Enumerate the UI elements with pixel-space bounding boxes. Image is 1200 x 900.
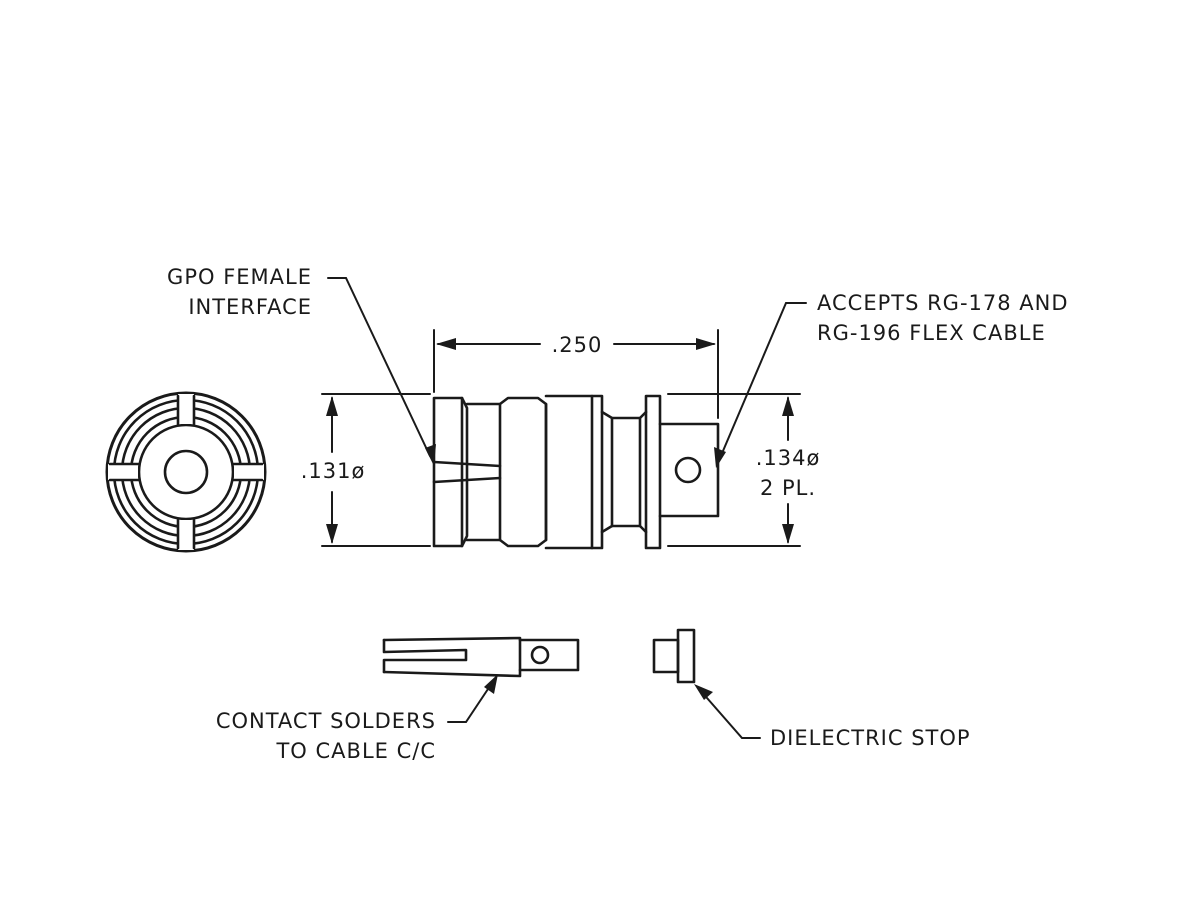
dimension-text: .250 bbox=[551, 333, 603, 357]
dimension-diameter-right-value: .134ø 2 PL. bbox=[740, 443, 836, 503]
dimension-diameter-left bbox=[321, 393, 431, 547]
end-view bbox=[105, 391, 267, 553]
contact-part bbox=[382, 636, 580, 678]
leader-cable bbox=[714, 302, 807, 468]
dimension-diameter-right bbox=[667, 393, 801, 547]
label-gpo-female-interface: GPO FEMALE INTERFACE bbox=[167, 262, 312, 322]
dimension-text: 2 PL. bbox=[759, 476, 817, 500]
label-line: RG-196 FLEX CABLE bbox=[817, 321, 1046, 345]
dimension-length-value: .250 bbox=[540, 330, 614, 360]
dimension-length bbox=[433, 329, 719, 419]
leader-contact bbox=[447, 674, 498, 723]
dimension-text: .131ø bbox=[300, 459, 366, 483]
label-dielectric-stop: DIELECTRIC STOP bbox=[770, 723, 971, 753]
label-line: INTERFACE bbox=[188, 295, 312, 319]
label-line: CONTACT SOLDERS bbox=[215, 709, 436, 733]
leader-dielectric bbox=[694, 684, 761, 739]
dimension-text: .134ø bbox=[755, 446, 821, 470]
label-accepts-cable: ACCEPTS RG-178 AND RG-196 FLEX CABLE bbox=[817, 288, 1069, 348]
label-line: TO CABLE C/C bbox=[276, 739, 436, 763]
label-line: GPO FEMALE bbox=[167, 265, 312, 289]
side-view bbox=[432, 394, 720, 550]
dielectric-stop-part bbox=[652, 628, 696, 684]
label-line: ACCEPTS RG-178 AND bbox=[817, 291, 1069, 315]
dimension-diameter-left-value: .131ø bbox=[288, 456, 378, 486]
label-contact-solders: CONTACT SOLDERS TO CABLE C/C bbox=[216, 706, 436, 766]
label-line: DIELECTRIC STOP bbox=[770, 726, 971, 750]
leader-gpo bbox=[327, 277, 436, 466]
